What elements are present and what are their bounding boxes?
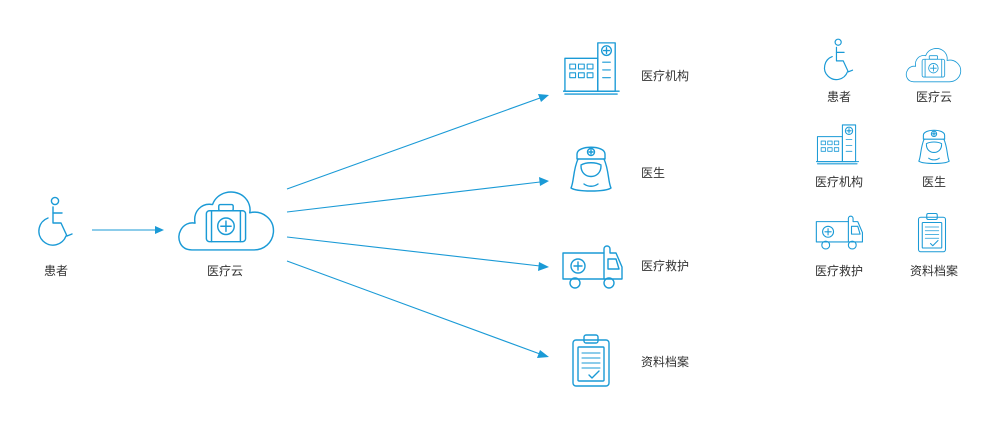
legend-cloud-label: 医疗云 (915, 90, 953, 104)
ambulance-label: 医疗救护 (641, 259, 690, 273)
legend-ambulance-label: 医疗救护 (814, 264, 864, 278)
arrow-cloud-to-institution (286, 94, 549, 190)
clipboard-records-icon (572, 334, 610, 387)
patient-node (38, 196, 73, 246)
ambulance-icon (562, 245, 623, 289)
arrow-cloud-to-ambulance (286, 236, 549, 271)
institution-label: 医疗机构 (641, 69, 690, 83)
wheelchair-icon (38, 196, 73, 246)
medical-cloud-icon (178, 191, 275, 251)
arrow-cloud-to-doctor (286, 177, 549, 213)
legend-nurse-doctor-icon (918, 129, 950, 165)
records-label: 资料档案 (641, 355, 690, 369)
legend-institution-label: 医疗机构 (814, 175, 864, 189)
arrow-cloud-to-records (286, 260, 549, 358)
legend-doctor-label: 医生 (921, 175, 947, 189)
legend-hospital-icon (816, 124, 860, 165)
legend-ambulance-icon (815, 215, 864, 250)
legend-wheelchair-icon (823, 38, 854, 81)
hospital-icon (563, 42, 620, 95)
doctor-label: 医生 (641, 166, 666, 180)
legend (815, 38, 962, 253)
arrow-patient-to-cloud (92, 226, 164, 234)
legend-patient-label: 患者 (826, 90, 852, 104)
legend-clipboard-records-icon (917, 212, 947, 253)
legend-medical-cloud-icon (905, 48, 962, 83)
cloud-label: 医疗云 (206, 264, 244, 278)
nurse-doctor-icon (570, 146, 612, 192)
cloud-node (178, 191, 275, 251)
legend-records-label: 资料档案 (909, 264, 959, 278)
patient-label: 患者 (43, 264, 69, 278)
